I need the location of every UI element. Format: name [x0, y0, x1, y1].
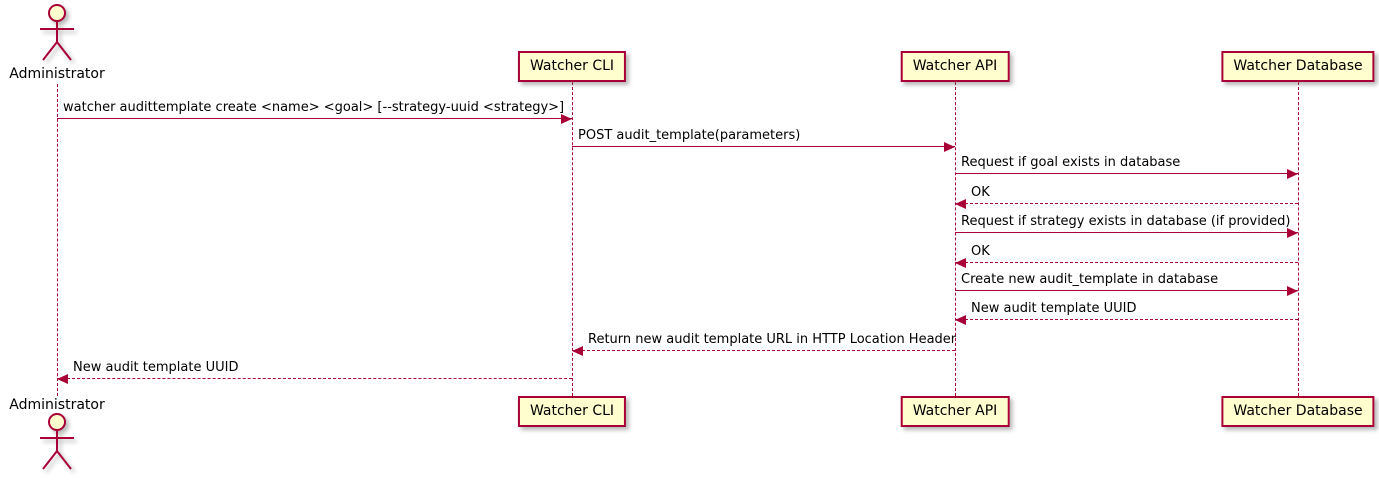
participant-watcher-api-bottom: Watcher API [900, 396, 1010, 427]
message-arrowhead-4 [1287, 228, 1298, 238]
message-label-4: Request if strategy exists in database (… [961, 214, 1291, 229]
message-line-1 [572, 146, 955, 147]
participant-watcher-cli-bottom: Watcher CLI [517, 396, 627, 427]
message-label-0: watcher audittemplate create <name> <goa… [63, 100, 565, 115]
message-arrowhead-3 [955, 199, 966, 209]
message-label-3: OK [971, 185, 990, 200]
participant-watcher-api-top: Watcher API [900, 51, 1010, 82]
message-arrowhead-6 [1287, 286, 1298, 296]
lifeline-administrator [57, 84, 58, 396]
message-label-5: OK [971, 244, 990, 259]
message-arrowhead-2 [1287, 169, 1298, 179]
participant-watcher-database-top: Watcher Database [1221, 51, 1375, 82]
actor-label-administrator-bottom: Administrator [9, 397, 105, 413]
actor-icon-administrator-top [34, 3, 80, 69]
message-line-5 [955, 262, 1298, 263]
message-arrowhead-9 [57, 374, 68, 384]
lifeline-watcher-api [955, 82, 956, 396]
message-label-6: Create new audit_template in database [961, 272, 1219, 287]
message-label-1: POST audit_template(parameters) [578, 128, 801, 143]
message-line-9 [57, 378, 572, 379]
lifeline-watcher-cli [572, 82, 573, 396]
message-line-6 [955, 290, 1298, 291]
message-line-3 [955, 203, 1298, 204]
participant-watcher-cli-top: Watcher CLI [517, 51, 627, 82]
message-label-2: Request if goal exists in database [961, 155, 1181, 170]
message-arrowhead-1 [944, 142, 955, 152]
message-line-0 [57, 118, 572, 119]
message-arrowhead-8 [572, 346, 583, 356]
lifeline-watcher-database [1298, 82, 1299, 396]
message-label-9: New audit template UUID [73, 360, 239, 375]
message-line-2 [955, 173, 1298, 174]
actor-label-administrator-top: Administrator [9, 66, 105, 82]
message-arrowhead-0 [561, 114, 572, 124]
message-arrowhead-7 [955, 315, 966, 325]
message-label-7: New audit template UUID [971, 301, 1137, 316]
participant-watcher-database-bottom: Watcher Database [1221, 396, 1375, 427]
message-line-7 [955, 319, 1298, 320]
actor-icon-administrator-bottom [34, 412, 80, 478]
message-line-4 [955, 232, 1298, 233]
message-line-8 [572, 350, 955, 351]
message-arrowhead-5 [955, 258, 966, 268]
message-label-8: Return new audit template URL in HTTP Lo… [588, 332, 957, 347]
